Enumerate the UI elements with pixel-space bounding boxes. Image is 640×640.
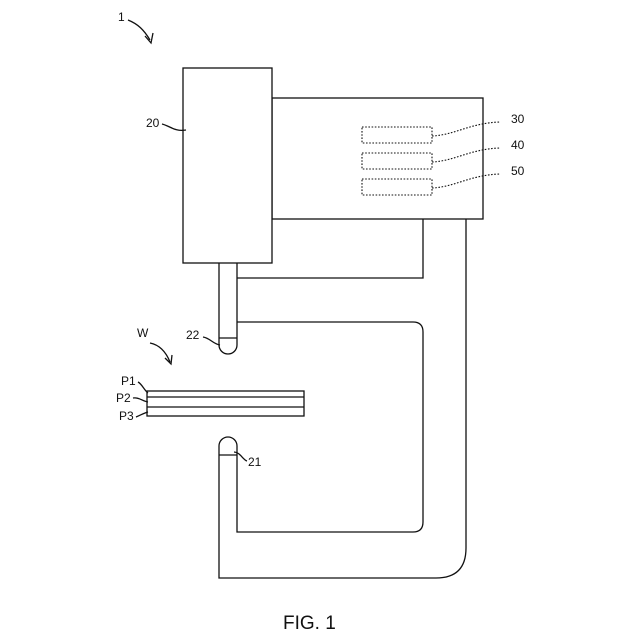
layer-p1-label: P1 <box>121 374 136 388</box>
lower-probe-leader <box>234 452 247 461</box>
upper-probe-leader <box>203 337 220 345</box>
module-30-label: 30 <box>511 112 525 126</box>
module-40-label: 40 <box>511 138 525 152</box>
main-unit <box>183 68 272 263</box>
layer-p3-label: P3 <box>119 409 134 423</box>
module-50-label: 50 <box>511 164 525 178</box>
upper-probe <box>219 263 237 354</box>
device-label: 1 <box>118 10 125 24</box>
figure-caption: FIG. 1 <box>283 613 336 634</box>
layer-p2-leader <box>133 398 148 402</box>
upper-probe-label: 22 <box>186 328 200 342</box>
layer-p3-leader <box>136 412 148 417</box>
layer-p2-label: P2 <box>116 391 131 405</box>
workpiece-label: W <box>137 326 149 340</box>
workpiece-body <box>147 391 304 416</box>
layer-p1-leader <box>138 382 148 393</box>
main-unit-label: 20 <box>146 116 160 130</box>
inner-cable <box>237 322 423 532</box>
lower-probe-label: 21 <box>248 455 262 469</box>
